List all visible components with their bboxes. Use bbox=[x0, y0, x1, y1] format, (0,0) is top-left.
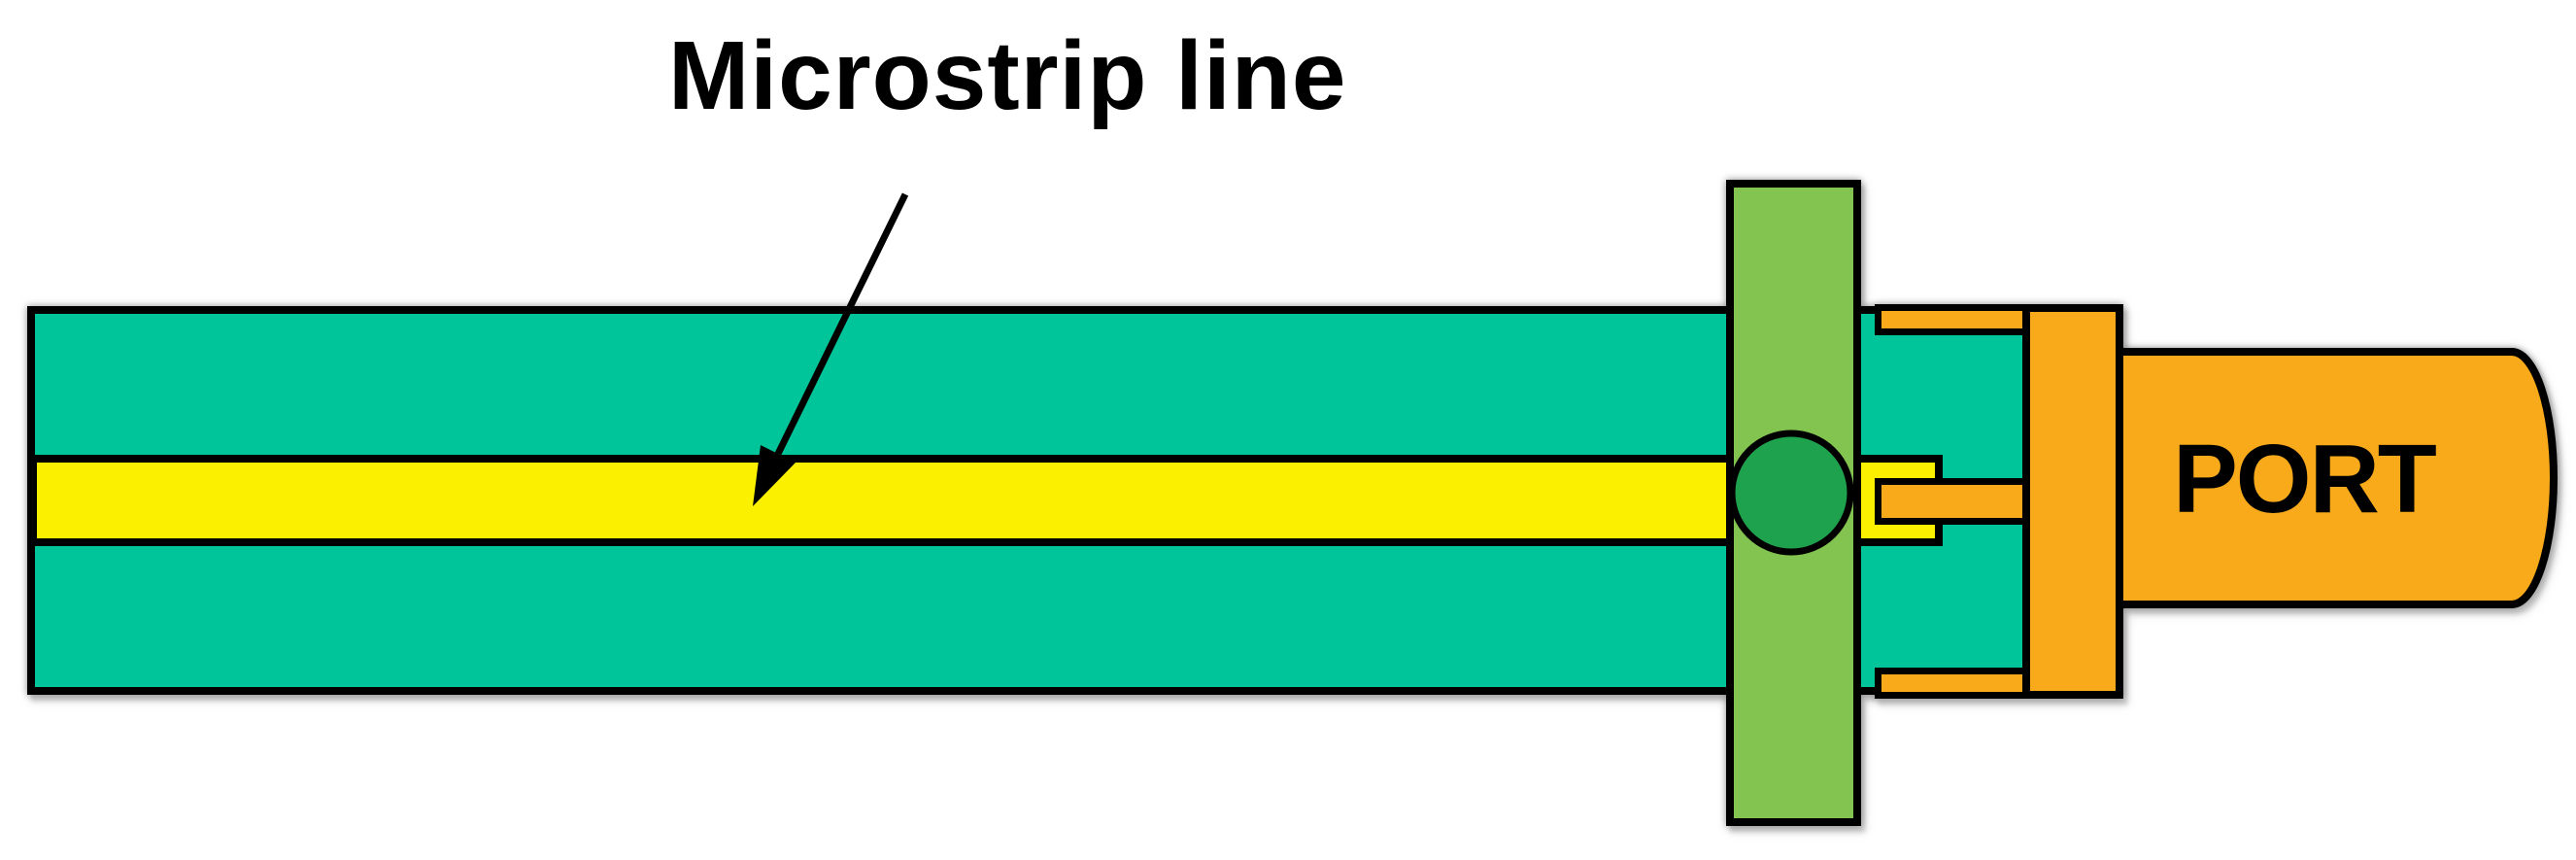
microstrip-line bbox=[29, 455, 1943, 546]
connector-center-pin bbox=[1875, 478, 2038, 525]
connector-bottom-clamp bbox=[1875, 668, 2038, 699]
connector-flange bbox=[2022, 304, 2123, 699]
port-label: PORT bbox=[2173, 425, 2437, 533]
label-arrow-line bbox=[774, 192, 909, 456]
microstrip-line-label: Microstrip line bbox=[668, 21, 1346, 130]
port-body bbox=[2116, 348, 2558, 608]
connector-top-clamp bbox=[1875, 304, 2038, 335]
diagram-shapes bbox=[27, 180, 2558, 826]
pin-hole bbox=[1728, 430, 1854, 556]
label-arrow bbox=[753, 192, 909, 506]
label-arrowhead-icon bbox=[753, 445, 796, 506]
